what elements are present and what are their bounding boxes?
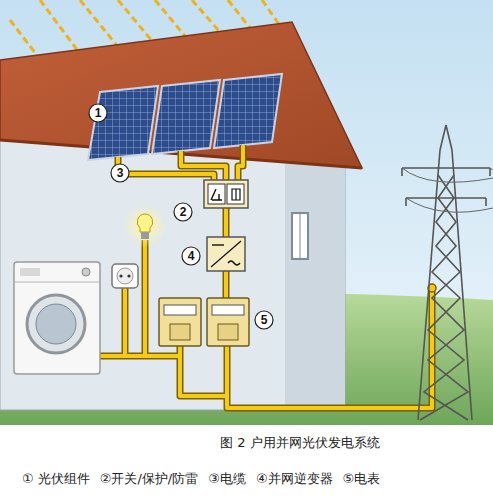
component-key-text: ① 光伏组件 bbox=[22, 470, 90, 488]
cables bbox=[224, 207, 228, 238]
wall-socket bbox=[119, 274, 122, 277]
power-pylon bbox=[402, 168, 490, 206]
callout-number: 4 bbox=[182, 247, 200, 265]
component-key-text: ④并网逆变器 bbox=[256, 470, 333, 488]
component-key-text: ③电缆 bbox=[208, 470, 246, 488]
pv-panels bbox=[214, 74, 282, 148]
cables bbox=[143, 240, 147, 356]
wall-socket bbox=[112, 264, 138, 288]
power-pylon bbox=[402, 168, 493, 182]
washing-machine bbox=[14, 262, 100, 374]
power-pylon bbox=[418, 150, 440, 420]
cables bbox=[238, 145, 243, 182]
background bbox=[0, 0, 493, 425]
switch-box bbox=[211, 189, 222, 200]
cables bbox=[100, 354, 180, 358]
cables bbox=[223, 207, 230, 238]
power-pylon bbox=[402, 167, 490, 169]
light-bulb bbox=[141, 232, 149, 239]
electric-meter bbox=[207, 298, 249, 346]
house bbox=[0, 140, 345, 410]
window bbox=[292, 213, 308, 259]
callout-number: 3 bbox=[111, 164, 129, 182]
pv-panels bbox=[88, 74, 282, 160]
inverter bbox=[228, 261, 240, 265]
electric-meter bbox=[170, 324, 190, 340]
cables bbox=[142, 240, 149, 356]
electric-meter bbox=[159, 298, 201, 346]
house bbox=[0, 22, 362, 410]
washing-machine bbox=[14, 262, 100, 374]
component-key-text: ⑤电表 bbox=[343, 470, 381, 488]
inverter bbox=[212, 244, 224, 245]
cables bbox=[238, 145, 243, 182]
component-key-text: ②开关/保护/防雷 bbox=[100, 470, 198, 488]
inverter bbox=[211, 241, 241, 267]
cables bbox=[181, 151, 226, 182]
power-pylon bbox=[440, 125, 446, 150]
power-pylon bbox=[406, 197, 486, 199]
callout-circle bbox=[174, 203, 192, 221]
callout-number: 2 bbox=[174, 203, 192, 221]
pv-panels bbox=[152, 80, 220, 154]
washing-machine bbox=[82, 268, 90, 276]
cables bbox=[100, 145, 436, 408]
cables bbox=[100, 145, 432, 408]
cables bbox=[100, 145, 432, 408]
cables bbox=[180, 346, 227, 396]
washing-machine bbox=[36, 304, 76, 344]
callout-number: 5 bbox=[255, 311, 273, 329]
callout-circle bbox=[111, 164, 129, 182]
figure-caption: 图 2 户用并网光伏发电系统 bbox=[150, 434, 450, 452]
inverter bbox=[207, 237, 245, 271]
pv-panels bbox=[88, 86, 158, 160]
cables bbox=[118, 157, 214, 182]
inverter bbox=[207, 237, 245, 271]
switch-box bbox=[204, 180, 248, 208]
cables bbox=[180, 346, 227, 396]
switch-box bbox=[227, 184, 244, 204]
switch-box bbox=[232, 189, 240, 200]
electric-meter bbox=[159, 298, 249, 346]
light-bulb bbox=[123, 204, 167, 248]
switch-box bbox=[208, 184, 225, 204]
wall-socket bbox=[127, 274, 130, 277]
house bbox=[285, 157, 345, 410]
electric-meter bbox=[164, 305, 196, 315]
electric-meter bbox=[212, 305, 244, 315]
window bbox=[292, 213, 308, 259]
wall-socket bbox=[117, 268, 133, 284]
callout-circle bbox=[182, 247, 200, 265]
cables bbox=[100, 353, 180, 360]
callout-circle bbox=[89, 104, 273, 329]
window bbox=[300, 213, 301, 259]
house bbox=[0, 22, 362, 168]
callout-circle bbox=[255, 311, 273, 329]
washing-machine bbox=[20, 268, 40, 276]
light-bulb bbox=[123, 204, 167, 248]
cables bbox=[224, 270, 228, 298]
callout-circle bbox=[89, 104, 107, 122]
cables bbox=[223, 270, 230, 298]
washing-machine bbox=[27, 295, 85, 353]
power-pylon bbox=[406, 198, 493, 212]
washing-machine bbox=[14, 282, 100, 283]
switch-box bbox=[204, 180, 248, 208]
power-pylon bbox=[452, 150, 472, 420]
legend-key-row: ① 光伏组件 ②开关/保护/防雷 ③电缆 ④并网逆变器 ⑤电表 bbox=[22, 470, 482, 488]
power-pylon bbox=[402, 125, 493, 420]
cables bbox=[122, 286, 129, 356]
cables bbox=[123, 286, 127, 356]
light-bulb bbox=[137, 214, 152, 232]
wall-socket bbox=[112, 264, 138, 288]
callout-number: 1 bbox=[89, 104, 107, 122]
power-pylon bbox=[446, 125, 452, 150]
background bbox=[0, 0, 493, 425]
cables bbox=[227, 288, 432, 408]
electric-meter bbox=[218, 324, 238, 340]
cables bbox=[227, 288, 432, 408]
cables bbox=[181, 151, 226, 182]
